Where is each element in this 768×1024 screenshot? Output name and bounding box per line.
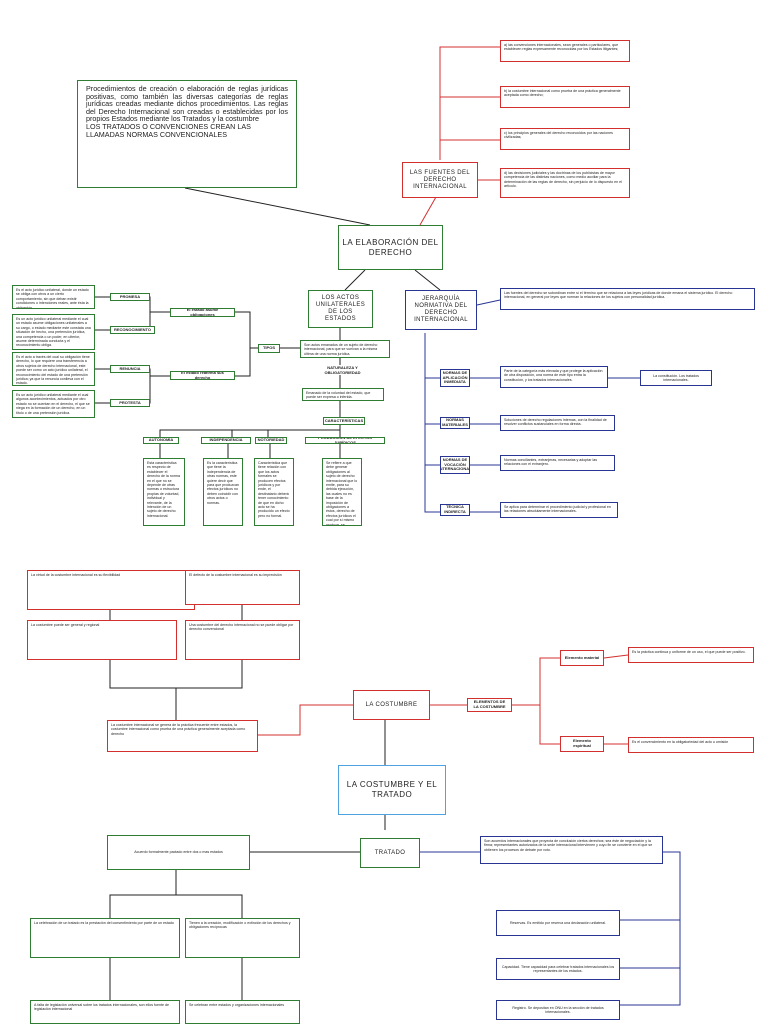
fuentes-item-d: d) las decisiones judiciales y las doctr… — [500, 168, 630, 198]
actos-desc: Son actos emanados de un sujeto de derec… — [300, 340, 390, 358]
caract-produccion-desc: Se refiere a que debe generar obligacion… — [322, 458, 362, 526]
costumbre-no-obligar: Una costumbre del derecho internacional … — [185, 620, 300, 660]
intro-conventions-text: LOS TRATADOS O CONVENCIONES CREAN LAS LL… — [86, 121, 251, 139]
caract-produccion: PRODUCCIÓN DE EFECTOS JURÍDICOS — [305, 437, 385, 444]
tratado-reservas: Reservas. Es emitido por reserva una dec… — [496, 910, 620, 936]
costumbre-flexibilidad: La virtud de la costumbre internacional … — [27, 570, 195, 610]
jerarquia-item-inmediata: NORMAS DE APLICACIÓN INMEDIATA — [440, 369, 470, 387]
fuentes-item-c: c) los principios generales del derecho … — [500, 128, 630, 150]
jerarquia-item-tecnica-desc: Se aplica para determinar el procedimien… — [500, 502, 618, 518]
tratado-capacidad: Capacidad. Tiene capacidad para celebrar… — [496, 958, 620, 980]
tipo-reconocimiento: RECONOCIMIENTO — [110, 326, 155, 334]
intro-box: Procedimientos de creación o elaboración… — [77, 80, 297, 188]
central-elaboracion: LA ELABORACIÓN DEL DERECHO — [338, 225, 443, 270]
costumbre-title: LA COSTUMBRE — [353, 690, 430, 720]
tipos-label: TIPOS — [258, 344, 280, 353]
fuentes-item-b: b) la costumbre internacional como prueb… — [500, 86, 630, 108]
tipo-reconocimiento-desc: Es un acto jurídico unilateral mediante … — [12, 314, 95, 350]
tratado-registro: Registro. Se depositan en ONU en la secc… — [496, 1000, 620, 1020]
caract-independencia-desc: Es la característica que tiene la indepe… — [203, 458, 243, 526]
tratado-title: TRATADO — [360, 838, 420, 868]
elemento-material: Elemento material — [560, 650, 604, 666]
elementos-costumbre: ELEMENTOS DE LA COSTUMBRE — [467, 698, 512, 712]
actos-title: LOS ACTOS UNILATERALES DE LOS ESTADOS — [308, 290, 373, 328]
tipo-promesa: PROMESA — [110, 293, 150, 301]
tratado-def: Acuerdo formalmente pactado entre dos o … — [107, 835, 250, 870]
jerarquia-desc: Las fuentes del derecho se subordinan en… — [500, 288, 755, 310]
naturaleza-label: NATURALEZA Y OBLIGATORIEDAD — [310, 366, 375, 375]
tipo-renuncia-desc: Es el acto a través del cual su obligaci… — [12, 352, 95, 386]
fuentes-title: LAS FUENTES DEL DERECHO INTERNACIONAL — [402, 162, 478, 198]
jerarquia-item-vocacion: NORMAS DE VOCACIÓN INTERNACIONAL — [440, 456, 470, 474]
elemento-material-desc: Es la práctica continua y uniforme de un… — [628, 647, 754, 663]
caracteristicas-label: CARACTERÍSTICAS — [323, 417, 365, 425]
costumbre-imprecision: El defecto de la costumbre internacional… — [185, 570, 300, 605]
tratado-celebran: Se celebran entre estados y organizacion… — [185, 1000, 300, 1024]
jerarquia-title: JERARQUÍA NORMATIVA DEL DERECHO INTERNAC… — [405, 290, 477, 330]
tratado-desc: Son acuerdos internacionales que proyect… — [480, 836, 663, 864]
central-costumbre-tratado: LA COSTUMBRE Y EL TRATADO — [338, 765, 446, 815]
elemento-espiritual-desc: Es el convencimiento en la obligatorieda… — [628, 737, 754, 753]
fuentes-item-a: a) las convenciones internacionales, sea… — [500, 40, 630, 62]
jerarquia-item-vocacion-desc: Normas conciliantes, extranjeras, necesa… — [500, 455, 615, 471]
tratado-consentimiento: La celebración de un tratado es la prest… — [30, 918, 180, 958]
caract-notoriedad: NOTORIEDAD — [255, 437, 287, 444]
costumbre-desc: La costumbre internacional se genera de … — [107, 720, 258, 752]
jerarquia-constitucion: La constitución. Los tratados internacio… — [640, 370, 712, 386]
jerarquia-item-inmediata-desc: Parte de la categoría más elevada y que … — [500, 366, 608, 388]
costumbre-general-regional: La costumbre puede ser general y regiona… — [27, 620, 177, 660]
jerarquia-item-materiales-desc: Soluciones de derecho regulaciones inter… — [500, 415, 615, 431]
elemento-espiritual: Elemento espiritual — [560, 736, 604, 752]
tipo-protesta: PROTESTA — [110, 399, 150, 407]
tratado-legislacion: A falta de legislación universal sobre l… — [30, 1000, 180, 1024]
caract-notoriedad-desc: Característica que tiene relación con qu… — [254, 458, 294, 526]
caract-autonomia-desc: Esta característica es respecto de estab… — [143, 458, 185, 526]
estado-obligaciones: El estado asume obligaciones — [170, 308, 235, 317]
tipo-renuncia: RENUNCIA — [110, 365, 150, 373]
naturaleza-desc: Emanado de la voluntad del estado, que p… — [302, 388, 384, 401]
jerarquia-item-materiales: NORMAS MATERIALES — [440, 417, 470, 429]
caract-autonomia: AUTONOMÍA — [143, 437, 179, 444]
estado-reafirma: El estado reafirma sus derecho — [170, 371, 235, 380]
tipo-promesa-desc: Es el acto jurídico unilateral, donde un… — [12, 285, 95, 309]
intro-text: Procedimientos de creación o elaboración… — [86, 84, 288, 124]
tipo-protesta-desc: Es un acto jurídico unilateral mediante … — [12, 390, 95, 418]
jerarquia-item-tecnica: TÉCNICA INDIRECTA — [440, 504, 470, 516]
caract-independencia: INDEPENDENCIA — [201, 437, 251, 444]
tratado-creacion: Tienen a la creación, modificación o ext… — [185, 918, 300, 958]
